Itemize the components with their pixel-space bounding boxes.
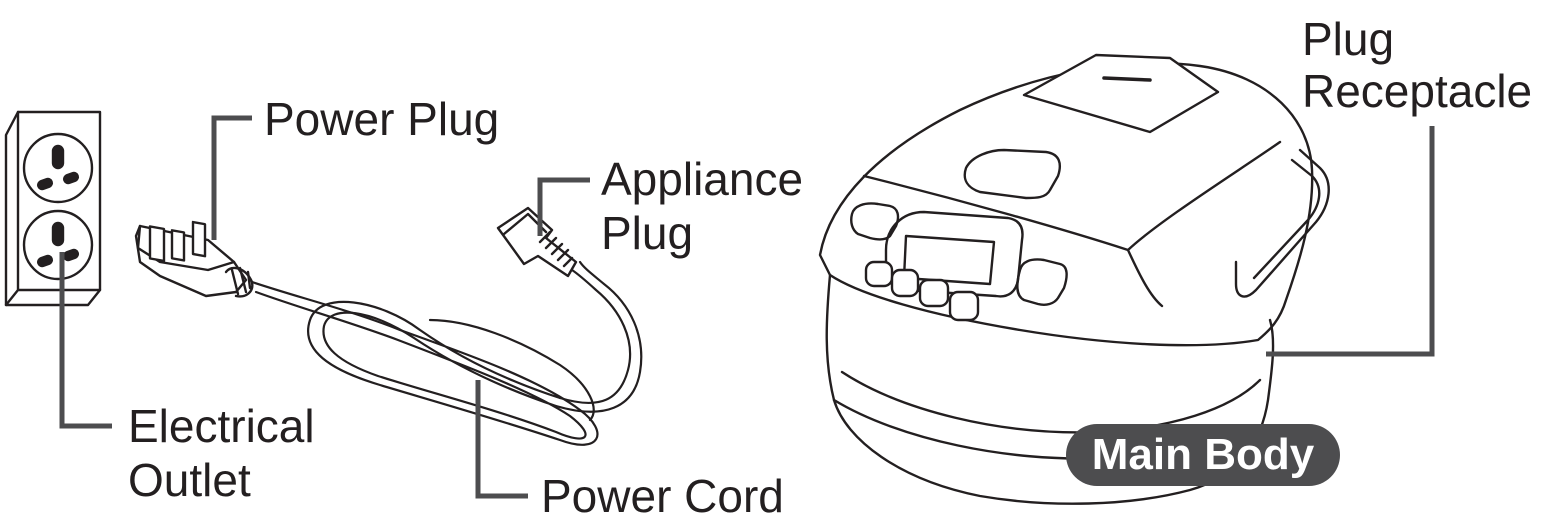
electrical-outlet-label-line1: Electrical — [128, 400, 315, 452]
electrical-outlet-leader — [59, 252, 112, 429]
plug-receptacle-label: Plug Receptacle — [1302, 13, 1532, 117]
electrical-outlet-label-line2: Outlet — [128, 454, 251, 506]
electrical-outlet-label: Electrical Outlet — [128, 399, 315, 507]
plug-receptacle-label-line2: Receptacle — [1302, 65, 1533, 117]
appliance-plug-label: Appliance Plug — [601, 152, 803, 260]
power-plug-leader — [211, 115, 252, 240]
main-body-illustration — [818, 53, 1330, 505]
plug-receptacle-label-line1: Plug — [1302, 13, 1395, 65]
power-plug-label: Power Plug — [264, 93, 500, 145]
plug-receptacle-leader — [1266, 126, 1435, 357]
appliance-plug-illustration — [496, 206, 578, 278]
appliance-plug-leader — [537, 177, 590, 236]
leader-lines — [59, 115, 1435, 499]
power-cord-leader — [475, 380, 528, 499]
appliance-plug-label-line1: Appliance — [601, 153, 804, 205]
power-plug-illustration — [134, 220, 254, 298]
electrical-outlet-illustration — [4, 110, 102, 307]
main-body-badge: Main Body — [1066, 424, 1340, 486]
appliance-plug-label-line2: Plug — [601, 207, 694, 259]
power-cord-label: Power Cord — [541, 470, 784, 522]
